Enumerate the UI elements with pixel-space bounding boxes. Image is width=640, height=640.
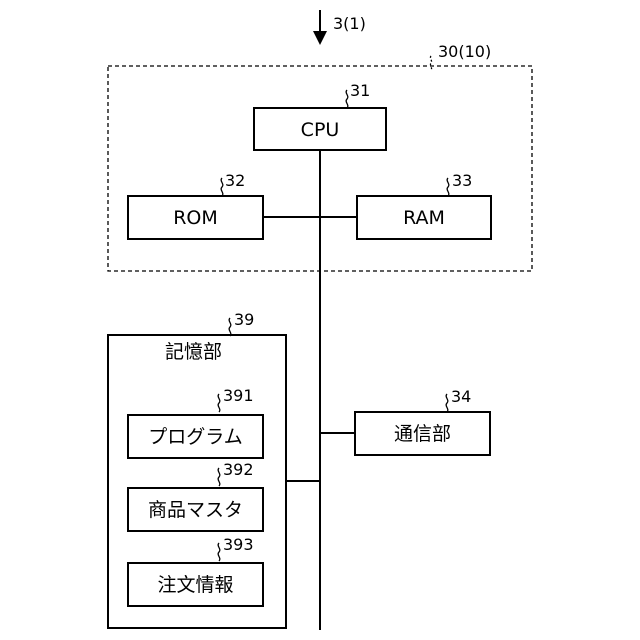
server-ref: 30(10) [438,42,491,61]
comm-ref: 34 [451,387,471,406]
storage-label: 記憶部 [165,341,222,363]
order-info-label: 注文情報 [157,574,233,596]
order-info-ref: 393 [223,535,254,554]
program-ref: 391 [223,386,254,405]
storage-ref: 39 [234,310,254,329]
cpu-block: CPU 31 [254,81,386,150]
rom-label: ROM [173,207,218,229]
cpu-ref: 31 [350,81,370,100]
product-master-label: 商品マスタ [148,499,243,521]
input-arrow: 3(1) [313,10,366,45]
cpu-label: CPU [301,119,340,141]
ram-block: RAM 33 [357,171,491,239]
comm-block: 通信部 34 [355,387,490,455]
program-label: プログラム [148,426,242,448]
rom-ref: 32 [225,171,245,190]
ram-label: RAM [403,207,445,229]
product-master-ref: 392 [223,460,254,479]
input-arrow-ref: 3(1) [333,14,366,33]
rom-block: ROM 32 [128,171,263,239]
ram-ref: 33 [452,171,472,190]
storage-block: 記憶部 39 プログラム 391 商品マスタ 392 注文情報 393 [108,310,286,628]
comm-label: 通信部 [394,423,451,445]
